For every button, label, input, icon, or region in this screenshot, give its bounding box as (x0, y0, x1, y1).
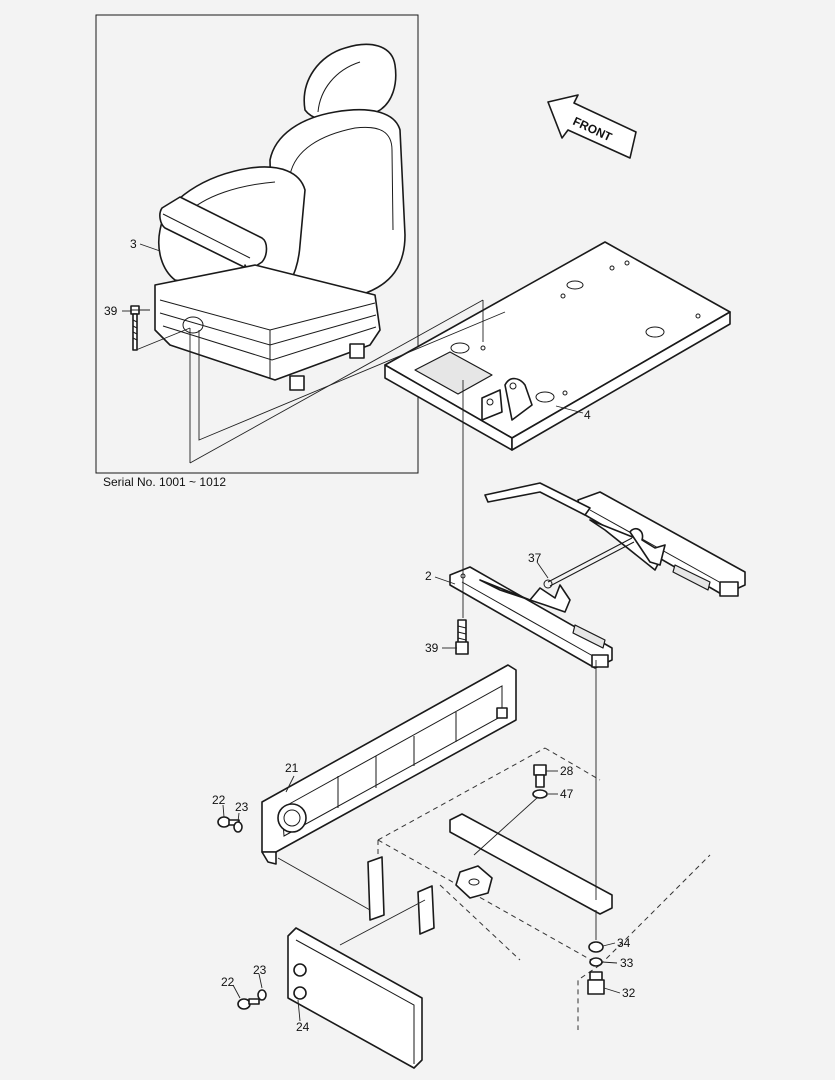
washer-23-lower (257, 989, 267, 1001)
callout-22-lower: 22 (221, 975, 235, 989)
front-direction-arrow: FRONT (547, 94, 637, 159)
cable-37 (547, 537, 635, 587)
frame-rail (449, 813, 613, 915)
callout-22-upper: 22 (212, 793, 226, 807)
washer-33 (589, 957, 603, 967)
bolt-39-top (130, 305, 140, 351)
callout-24: 24 (296, 1020, 310, 1034)
side-cover-21 (261, 664, 517, 865)
bolt-28 (533, 764, 547, 788)
side-cover-24 (287, 927, 423, 1069)
nut-32 (587, 971, 605, 995)
callout-39-lower: 39 (425, 641, 439, 655)
callout-21: 21 (285, 761, 299, 775)
callout-2: 2 (425, 569, 432, 583)
callout-leaders (122, 243, 621, 1022)
washer-47 (532, 789, 548, 799)
slide-rail-right (484, 482, 746, 597)
callout-37: 37 (528, 551, 542, 565)
callout-47: 47 (560, 787, 574, 801)
washer-23-upper (233, 821, 243, 833)
washer-34 (588, 941, 604, 953)
bolt-39-lower (455, 619, 469, 655)
inset-frame (95, 14, 419, 474)
callout-34: 34 (617, 936, 631, 950)
slide-rail-left (449, 566, 613, 669)
assembly-lines (131, 299, 597, 946)
callout-23-upper: 23 (235, 800, 249, 814)
callout-3: 3 (130, 237, 137, 251)
callout-39-top: 39 (104, 304, 118, 318)
seat-assembly (154, 43, 406, 391)
callout-23-lower: 23 (253, 963, 267, 977)
nut-plate (455, 865, 493, 899)
bolt-22-lower (237, 998, 260, 1010)
serial-number-note: Serial No. 1001 ~ 1012 (103, 475, 226, 489)
callout-33: 33 (620, 956, 634, 970)
seat-plate (384, 241, 731, 451)
callout-28: 28 (560, 764, 574, 778)
callout-4: 4 (584, 408, 591, 422)
bracket-left (367, 856, 385, 921)
callout-32: 32 (622, 986, 636, 1000)
bracket-right (417, 885, 435, 935)
